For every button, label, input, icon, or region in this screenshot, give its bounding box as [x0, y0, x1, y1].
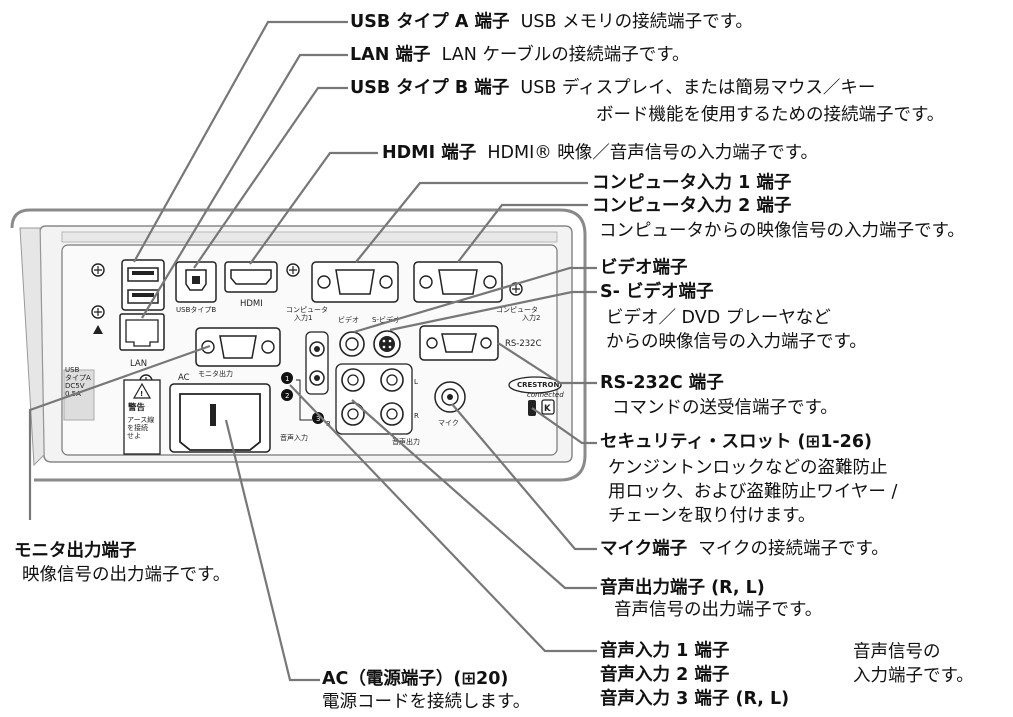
- label-video: ビデオ端子: [600, 258, 688, 278]
- label-usb-a-desc: USB メモリの接続端子です。: [520, 12, 753, 32]
- label-comp2: コンピュータ入力 2 端子: [592, 196, 792, 216]
- panel-n2: 2: [285, 392, 289, 400]
- audio-rca-ports: [335, 363, 413, 435]
- panel-audio-out-text: 音声出力: [392, 437, 420, 446]
- mic-port: [434, 381, 466, 413]
- panel-lan-text: LAN: [130, 359, 147, 369]
- label-ac-desc: 電源コードを接続します。: [322, 692, 531, 712]
- label-svideo-desc: ビデオ／ DVD プレーヤなど からの映像信号の入力端子です。: [606, 308, 867, 352]
- rs232c-port: [419, 325, 499, 361]
- label-hdmi-name: HDMI 端子: [382, 143, 477, 163]
- label-rs232c: RS-232C 端子: [600, 373, 724, 393]
- lan-port: [119, 313, 165, 351]
- computer-in-1-port: [311, 261, 399, 303]
- label-hdmi-desc: HDMI® 映像／音声信号の入力端子です。: [487, 143, 819, 163]
- projector-side: [19, 227, 45, 467]
- panel-crestron-text: CRESTRON: [517, 381, 559, 389]
- panel-rs232c-text: RS-232C: [505, 339, 542, 349]
- label-lan-name: LAN 端子: [350, 45, 431, 65]
- label-monitor: モニタ出力端子: [14, 541, 137, 561]
- number-markers: [281, 372, 324, 424]
- panel-n3: 3: [316, 415, 320, 423]
- ac-inlet: [169, 383, 271, 453]
- label-audio-out: 音声出力端子 (R, L): [600, 578, 765, 598]
- label-mic-desc: マイクの接続端子です。: [698, 539, 889, 559]
- label-usb-b-desc2: ボード機能を使用するための接続端子です。: [596, 105, 945, 125]
- usb-b-port: [175, 261, 217, 303]
- panel-crestron-sub-text: connected: [527, 391, 564, 399]
- panel-comp1-text: コンピュータ入力1: [286, 305, 328, 322]
- label-usb-b-name: USB タイプ B 端子: [350, 78, 510, 98]
- panel-monitor-out-text: モニタ出力: [198, 369, 233, 378]
- crestron-logo: [508, 376, 562, 394]
- label-security-desc: ケンジントンロックなどの盗難防止 用ロック、および盗難防止ワイヤー / チェーン…: [608, 458, 898, 526]
- panel-mic-text: マイク: [438, 419, 459, 427]
- panel-ac-text: AC: [178, 373, 190, 383]
- label-lan-desc: LAN ケーブルの接続端子です。: [441, 45, 690, 65]
- panel-video-text: ビデオ: [338, 315, 359, 324]
- label-audio-in1: 音声入力 1 端子: [600, 641, 730, 661]
- svg-text:!: !: [140, 390, 143, 398]
- label-audio-in3: 音声入力 3 端子 (R, L): [600, 689, 790, 709]
- panel-warning-sub-text: アース線を接続せよ: [127, 415, 154, 440]
- label-audio-in2: 音声入力 2 端子: [600, 665, 730, 685]
- label-comp1: コンピュータ入力 1 端子: [592, 173, 792, 193]
- usb-a-port: [121, 259, 165, 311]
- label-ac: AC（電源端子）(⊞20): [322, 669, 509, 689]
- label-usb-a: USB タイプ A 端子 USB メモリの接続端子です。: [350, 11, 753, 33]
- label-usb-a-name: USB タイプ A 端子: [350, 12, 510, 32]
- monitor-out-port: [195, 327, 281, 367]
- label-mic-name: マイク端子: [600, 539, 688, 559]
- label-audio-out-desc: 音声信号の出力端子です。: [614, 600, 823, 620]
- label-usb-b-desc: USB ディスプレイ、または簡易マウス／キー: [520, 78, 876, 98]
- video-port: [339, 331, 365, 357]
- label-monitor-desc: 映像信号の出力端子です。: [22, 565, 231, 585]
- panel-svideo-text: S-ビデオ: [372, 315, 400, 324]
- label-comp2-desc: コンピュータからの映像信号の入力端子です。: [599, 221, 965, 241]
- hdmi-port: [224, 261, 278, 293]
- triangle-icon: [93, 325, 103, 334]
- panel-top-strip: [61, 231, 558, 243]
- leader-lines: [28, 20, 597, 682]
- panel-n1: 1: [285, 375, 289, 383]
- label-audio-in-desc: 音声信号の 入力端子です。: [853, 642, 974, 686]
- warning-label: !: [123, 379, 161, 455]
- label-security: セキュリティ・スロット (⊞1-26): [600, 432, 872, 452]
- panel-audio-in-text: 音声入力: [280, 433, 308, 442]
- s-video-port: [373, 330, 401, 358]
- panel-l-out: L: [414, 378, 418, 386]
- panel-comp2-text: コンピュータ入力2: [496, 305, 540, 322]
- panel-r-out: R: [414, 412, 419, 420]
- label-svideo: S- ビデオ端子: [600, 282, 714, 302]
- computer-in-2-port: [413, 261, 503, 303]
- panel-hdmi-text: HDMI: [240, 299, 263, 309]
- label-hdmi: HDMI 端子 HDMI® 映像／音声信号の入力端子です。: [382, 142, 818, 164]
- audio-in-bracket: [296, 379, 312, 421]
- panel-usb-b-text: USBタイプB: [176, 305, 216, 314]
- label-mic: マイク端子 マイクの接続端子です。: [600, 538, 889, 560]
- label-rs232c-desc: コマンドの送受信端子です。: [612, 398, 838, 418]
- label-lan: LAN 端子 LAN ケーブルの接続端子です。: [350, 44, 690, 66]
- panel-warning-text: 警告: [128, 402, 146, 413]
- label-usb-b: USB タイプ B 端子 USB ディスプレイ、または簡易マウス／キー: [350, 77, 875, 99]
- panel-outline: [10, 208, 587, 482]
- audio-in-1-2-ports: [305, 331, 329, 395]
- svg-text:K: K: [544, 404, 551, 414]
